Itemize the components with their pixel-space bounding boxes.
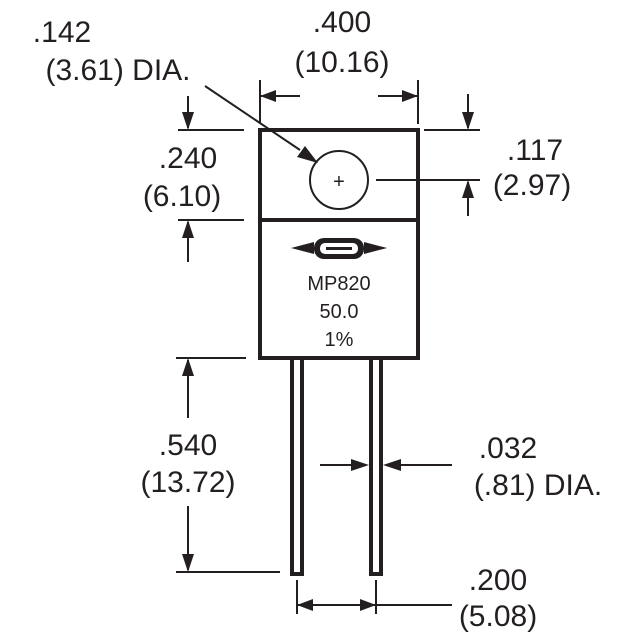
hole-dia-mm-label: (3.61) DIA.: [45, 54, 190, 87]
lead-left: [290, 356, 304, 576]
hole-center-mark: +: [333, 171, 345, 193]
lead-length-mm-label: (13.72): [140, 466, 235, 499]
lead-right: [369, 356, 383, 576]
lead-diameter-dimension: .032 (.81) DIA.: [320, 432, 602, 502]
tab-height-inch-label: .240: [159, 142, 217, 175]
lead-spacing-inch-label: .200: [469, 564, 527, 597]
tab-height-dimension: .240 (6.10): [143, 96, 244, 262]
tolerance-value: 1%: [325, 329, 354, 351]
package-outline: [258, 128, 420, 360]
lead-length-inch-label: .540: [159, 429, 217, 462]
hole-offset-inch-label: .117: [507, 134, 563, 167]
tab-height-mm-label: (6.10): [143, 180, 221, 213]
hole-dia-inch-label: .142: [33, 16, 91, 49]
lead-dia-mm-label: (.81) DIA.: [474, 469, 602, 502]
width-inch-label: .400: [313, 6, 371, 39]
mounting-hole: [309, 150, 369, 210]
hole-offset-mm-label: (2.97): [493, 169, 571, 202]
lead-length-dimension: .540 (13.72): [140, 357, 280, 573]
lead-dia-inch-label: .032: [479, 432, 537, 465]
resistance-value: 50.0: [320, 301, 359, 323]
hole-offset-dimension: .117 (2.97): [376, 94, 571, 216]
lead-spacing-dimension: .200 (5.08): [296, 564, 537, 633]
width-mm-label: (10.16): [294, 46, 389, 79]
hole-diameter-callout: .142 (3.61) DIA.: [33, 16, 318, 163]
leads: [290, 356, 383, 576]
lead-spacing-mm-label: (5.08): [459, 600, 537, 633]
part-number: MP820: [307, 273, 370, 295]
resistor-logo-icon: [291, 238, 387, 259]
width-dimension: .400 (10.16): [259, 6, 419, 124]
package-body: + MP820 50.0 1%: [258, 128, 420, 360]
